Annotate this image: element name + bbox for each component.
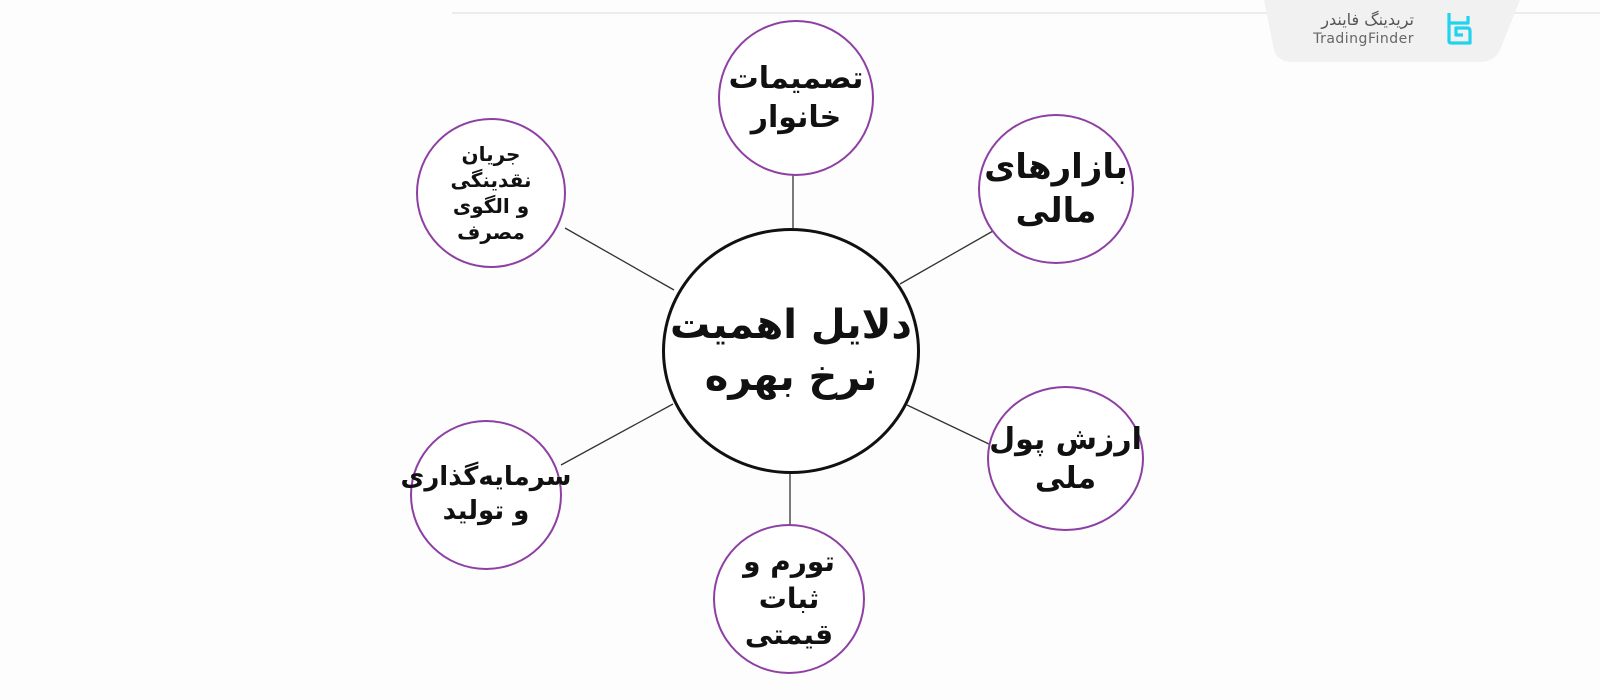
node-label: تورم و ثبات قیمتی	[743, 545, 835, 652]
central-topic-node[interactable]: دلایل اهمیت نرخ بهره	[662, 228, 920, 474]
node-label: ارزش پول ملی	[989, 421, 1142, 496]
tradingfinder-logo-icon	[1447, 13, 1472, 45]
connector-top-right	[899, 230, 994, 285]
connector-top-left	[564, 227, 675, 291]
node-label: تصمیمات خانوار	[728, 61, 864, 135]
node-label: جریان نقدینگی و الگوی مصرف	[450, 142, 532, 244]
connector-bottom-right	[906, 404, 992, 446]
connector-bottom-left	[560, 403, 674, 466]
badge-background	[1264, 0, 1520, 62]
node-financial-markets[interactable]: بازارهای مالی	[978, 114, 1134, 264]
node-household-decisions[interactable]: تصمیمات خانوار	[718, 20, 874, 176]
node-inflation-price-stability[interactable]: تورم و ثبات قیمتی	[713, 524, 865, 674]
node-investment-production[interactable]: سرمایه‌گذاری و تولید	[401, 420, 571, 570]
brand-name-persian: تریدینگ فایندر	[1321, 10, 1414, 29]
node-label: بازارهای مالی	[984, 146, 1128, 231]
node-national-currency-value[interactable]: ارزش پول ملی	[987, 386, 1144, 531]
top-divider-line	[452, 12, 1600, 14]
node-label: سرمایه‌گذاری و تولید	[400, 462, 572, 526]
central-topic-label: دلایل اهمیت نرخ بهره	[670, 302, 912, 400]
brand-logo-badge[interactable]: تریدینگ فایندر TradingFinder	[1262, 0, 1524, 62]
brand-name-english: TradingFinder	[1313, 31, 1414, 47]
node-liquidity-consumption[interactable]: جریان نقدینگی و الگوی مصرف	[416, 118, 566, 268]
